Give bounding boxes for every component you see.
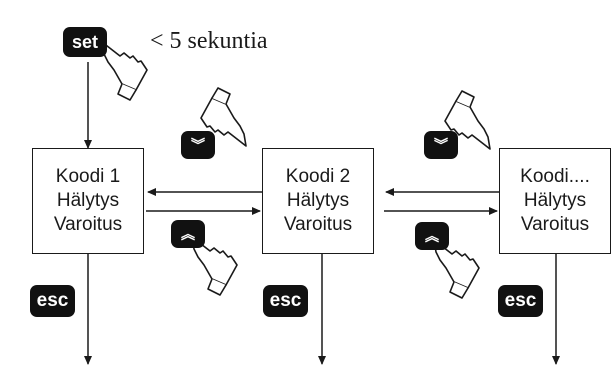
hand-pointer-icon [444, 90, 491, 150]
state-box-1: Koodi 1 Hälytys Varoitus [32, 148, 144, 254]
up-key[interactable]: ︽ [171, 220, 205, 248]
down-key[interactable]: ︾ [424, 131, 458, 159]
esc-key[interactable]: esc [498, 285, 543, 317]
hand-pointer-icon [191, 236, 238, 296]
box-alarm-label: Hälytys [286, 190, 350, 211]
box-code-label: Koodi.... [520, 166, 590, 187]
box-code-label: Koodi 1 [55, 166, 121, 187]
hand-pointer-icon [200, 87, 247, 147]
box-warning-label: Varoitus [53, 214, 123, 235]
up-key[interactable]: ︽ [415, 222, 449, 250]
box-warning-label: Varoitus [283, 214, 353, 235]
state-box-2: Koodi 2 Hälytys Varoitus [262, 148, 374, 254]
set-key[interactable]: set [63, 27, 107, 57]
press-duration-note: < 5 sekuntia [150, 28, 268, 54]
box-alarm-label: Hälytys [523, 190, 587, 211]
esc-key[interactable]: esc [30, 285, 75, 317]
box-warning-label: Varoitus [520, 214, 590, 235]
box-code-label: Koodi 2 [285, 166, 351, 187]
box-alarm-label: Hälytys [56, 190, 120, 211]
down-key[interactable]: ︾ [181, 131, 215, 159]
esc-key[interactable]: esc [263, 285, 308, 317]
state-box-3: Koodi.... Hälytys Varoitus [499, 148, 611, 254]
hand-pointer-icon [433, 239, 480, 299]
hand-pointer-icon [101, 41, 148, 101]
